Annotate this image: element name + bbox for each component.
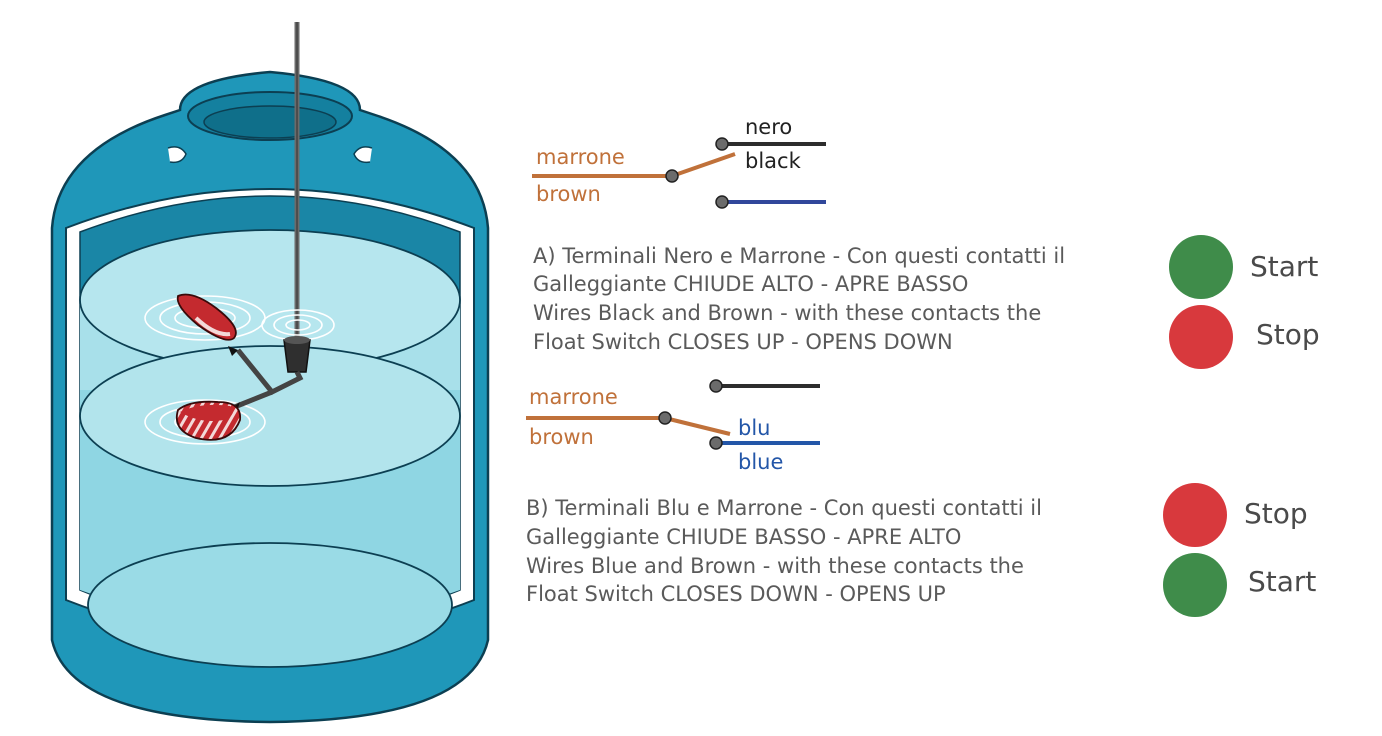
terminal-blue-b xyxy=(709,436,723,450)
terminal-black-a xyxy=(715,137,729,151)
indicator-stop-b-label: Stop xyxy=(1244,497,1308,530)
desc-a-line-3: Wires Black and Brown - with these conta… xyxy=(533,301,1041,325)
pivot-a xyxy=(665,169,679,183)
desc-a-line-4: Float Switch CLOSES UP - OPENS DOWN xyxy=(533,330,953,354)
indicator-stop-b xyxy=(1163,483,1227,547)
terminal-blue-a xyxy=(715,195,729,209)
label-marrone-a: marrone xyxy=(536,145,625,169)
desc-b-line-2: Galleggiante CHIUDE BASSO - APRE ALTO xyxy=(526,525,961,549)
diagram-b: marrone brown blu blue B) Terminali Blu … xyxy=(526,379,1316,617)
label-black: black xyxy=(745,149,802,173)
float-arm xyxy=(236,348,304,396)
water-surface-lower xyxy=(79,345,461,487)
float-upper xyxy=(176,293,238,356)
tank-shoulder-right xyxy=(353,146,373,164)
label-nero: nero xyxy=(745,115,792,139)
indicator-start-a-label: Start xyxy=(1250,250,1318,283)
tank xyxy=(50,22,490,724)
indicator-stop-a-label: Stop xyxy=(1256,318,1320,351)
indicator-start-b xyxy=(1163,553,1227,617)
indicator-start-b-label: Start xyxy=(1248,565,1316,598)
tank-shoulder-left xyxy=(167,146,187,164)
switch-lever-b xyxy=(664,416,731,436)
label-marrone-b: marrone xyxy=(529,385,618,409)
cable-weight xyxy=(283,339,311,373)
tank-neck-inner xyxy=(203,105,337,139)
float-lower xyxy=(175,400,241,441)
terminal-black-b xyxy=(709,379,723,393)
desc-b-line-1: B) Terminali Blu e Marrone - Con questi … xyxy=(526,496,1042,520)
desc-b-line-3: Wires Blue and Brown - with these contac… xyxy=(526,554,1024,578)
desc-a-line-2: Galleggiante CHIUDE ALTO - APRE BASSO xyxy=(533,272,968,296)
label-blu: blu xyxy=(738,416,770,440)
tank-bottom xyxy=(87,542,453,668)
diagram-a: marrone brown nero black A) Terminali Ne… xyxy=(532,115,1320,369)
indicator-stop-a xyxy=(1169,305,1233,369)
label-brown-a: brown xyxy=(536,182,601,206)
label-blue: blue xyxy=(738,450,783,474)
switch-lever-a xyxy=(671,152,736,178)
indicator-start-a xyxy=(1169,235,1233,299)
desc-b-line-4: Float Switch CLOSES DOWN - OPENS UP xyxy=(526,582,946,606)
pivot-b xyxy=(658,411,672,425)
desc-a-line-1: A) Terminali Nero e Marrone - Con questi… xyxy=(533,244,1065,268)
label-brown-b: brown xyxy=(529,425,594,449)
